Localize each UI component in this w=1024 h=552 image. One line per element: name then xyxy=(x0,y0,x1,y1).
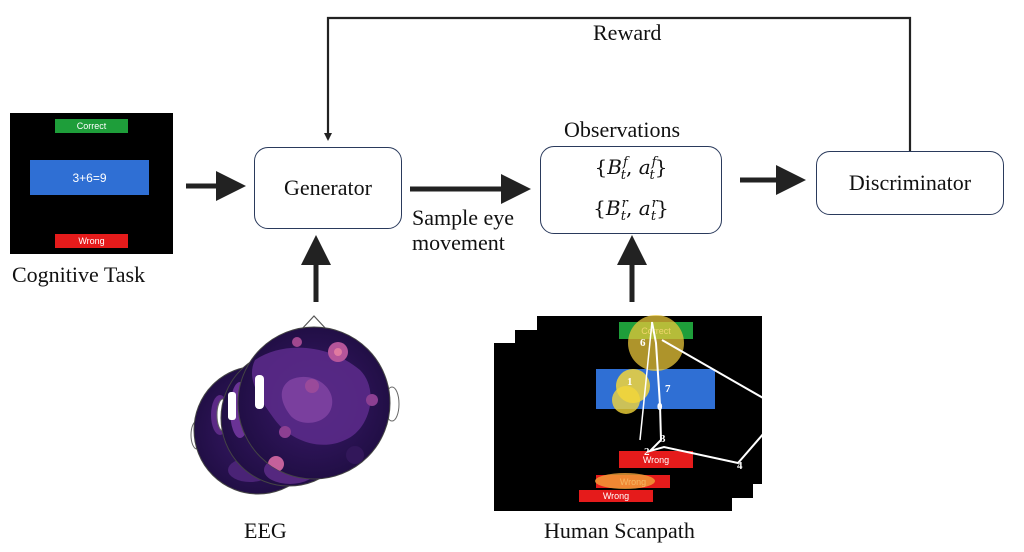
cognitive-task-caption: Cognitive Task xyxy=(12,262,146,287)
generator-box: Generator xyxy=(254,147,402,229)
observations-box: {Bft, aft} {Brt, art} xyxy=(540,146,722,234)
sample-eye-movement-label: Sample eye movement xyxy=(412,205,515,255)
reward-feedback-arrow xyxy=(324,16,912,152)
cognitive-task-screen: Correct 3+6=9 Wrong xyxy=(10,113,173,254)
human-scanpath-caption: Human Scanpath xyxy=(544,518,695,543)
scanpath-wrong-indicator-front: Wrong xyxy=(619,451,693,468)
eeg-caption: EEG xyxy=(244,518,287,543)
fixation-label-0: 0 xyxy=(657,401,663,413)
observations-title: Observations xyxy=(564,117,681,142)
fixation-label-2: 2 xyxy=(644,446,650,458)
fixation-label-7: 7 xyxy=(665,383,671,395)
equation-panel: 3+6=9 xyxy=(30,160,149,195)
wrong-indicator: Wrong xyxy=(55,234,128,248)
fixation-label-6: 6 xyxy=(640,337,646,349)
discriminator-label: Discriminator xyxy=(848,170,972,195)
observation-fake-pair: {Bft, aft} xyxy=(594,155,668,183)
generator-label: Generator xyxy=(284,175,372,200)
discriminator-box: Discriminator xyxy=(816,151,1004,215)
fixation-label-4: 4 xyxy=(737,460,743,472)
fixation-label-5: 5 xyxy=(779,405,785,417)
eeg-topomap-front xyxy=(237,315,400,480)
observation-real-pair: {Brt, art} xyxy=(593,196,669,224)
reward-label: Reward xyxy=(593,20,662,45)
fixation-label-3: 3 xyxy=(660,433,666,445)
correct-indicator: Correct xyxy=(55,119,128,133)
scanpath-wrong-indicator-back: Wrong xyxy=(579,490,653,502)
fixation-label-1: 1 xyxy=(627,376,633,388)
